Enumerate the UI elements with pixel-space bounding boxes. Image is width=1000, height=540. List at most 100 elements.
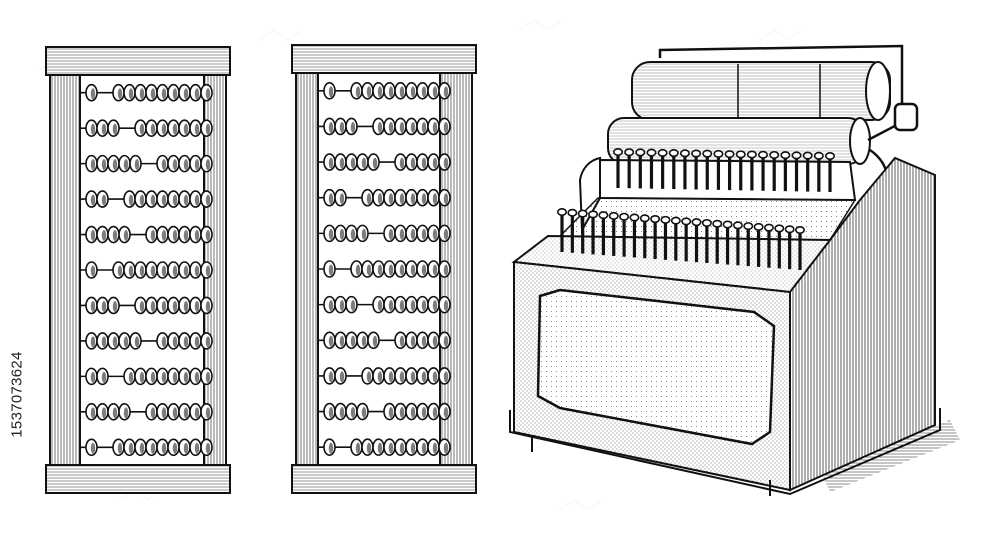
calculator-key-cap xyxy=(712,219,723,228)
calculator-key-cap xyxy=(774,224,785,233)
abacus-bead-shading xyxy=(183,336,189,348)
abacus-bead-shading xyxy=(443,264,449,276)
abacus-bead-shading xyxy=(117,265,123,277)
abacus-bead-shading xyxy=(421,193,427,205)
abacus-bead-shading xyxy=(372,335,378,347)
abacus-bead-shading xyxy=(443,157,449,169)
calculator-upper-roller xyxy=(631,61,891,121)
abacus-bead-shading xyxy=(183,300,189,312)
abacus-bead-shading xyxy=(90,88,96,100)
calculator-key-cap xyxy=(794,226,805,235)
abacus-bead-shading xyxy=(172,371,178,383)
abacus-bead-shading xyxy=(101,123,107,135)
abacus-bead-shading xyxy=(90,194,96,206)
abacus-bead-shading xyxy=(366,86,372,98)
abacus-bead-shading xyxy=(388,228,394,240)
abacus-bead-shading xyxy=(194,300,200,312)
abacus-bead-shading xyxy=(90,442,96,454)
abacus-bead-shading xyxy=(410,86,416,98)
abacus-bead-shading xyxy=(150,88,156,100)
abacus-bead-shading xyxy=(410,193,416,205)
abacus-bead-shading xyxy=(421,442,427,454)
abacus-bead-shading xyxy=(361,335,367,347)
calculator-key-cap xyxy=(691,149,702,158)
abacus-bead-shading xyxy=(194,194,200,206)
abacus-bead-shading xyxy=(399,407,405,419)
calculator-key-cap xyxy=(701,218,712,227)
abacus-bead-shading xyxy=(90,159,96,171)
abacus-bead-shading xyxy=(172,442,178,454)
abacus-bead-shading xyxy=(350,300,356,312)
abacus-bead-shading xyxy=(388,121,394,133)
calculator-upper-tier xyxy=(596,158,857,202)
abacus-bead-shading xyxy=(205,230,211,242)
abacus-bead-shading xyxy=(350,228,356,240)
abacus-bead-shading xyxy=(366,264,372,276)
abacus-bead-shading xyxy=(205,371,211,383)
abacus-bead-shading xyxy=(183,230,189,242)
calculator-key-cap xyxy=(657,148,668,157)
abacus-bead-shading xyxy=(101,194,107,206)
abacus-bead-shading xyxy=(90,371,96,383)
abacus-bead-shading xyxy=(90,265,96,277)
abacus-bead-shading xyxy=(339,121,345,133)
abacus-bead-shading xyxy=(139,300,145,312)
abacus-bead-shading xyxy=(432,371,438,383)
abacus-bead-shading xyxy=(172,300,178,312)
abacus-bead-shading xyxy=(112,123,118,135)
abacus-bead-shading xyxy=(399,193,405,205)
calculator-key-cap xyxy=(732,221,743,230)
abacus-bead-shading xyxy=(377,442,383,454)
abacus-bead-shading xyxy=(421,335,427,347)
abacus-bead-shading xyxy=(172,194,178,206)
abacus-bead-shading xyxy=(328,228,334,240)
abacus-bead-shading xyxy=(443,228,449,240)
abacus-bead-shading xyxy=(205,159,211,171)
abacus-bead-shading xyxy=(90,230,96,242)
calculator-key-cap xyxy=(668,149,679,158)
calculator-key-cap xyxy=(753,222,764,231)
calculator-top-rail xyxy=(658,44,904,120)
calculator-key-cap xyxy=(629,213,640,222)
abacus-bead-shading xyxy=(101,371,107,383)
abacus-bead-shading xyxy=(377,264,383,276)
abacus-bead-shading xyxy=(183,442,189,454)
abacus-bead-shading xyxy=(399,264,405,276)
calculator-key-cap xyxy=(702,149,713,158)
abacus-bead-shading xyxy=(101,300,107,312)
abacus-bead-shading xyxy=(328,193,334,205)
abacus-bead-shading xyxy=(410,335,416,347)
abacus-bead-shading xyxy=(328,157,334,169)
abacus-bead-shading xyxy=(432,264,438,276)
abacus-bead-shading xyxy=(388,442,394,454)
abacus-bead-shading xyxy=(194,407,200,419)
abacus-bead-shading xyxy=(443,371,449,383)
abacus-bead-shading xyxy=(421,228,427,240)
abacus-bead-shading xyxy=(112,230,118,242)
abacus-bead-shading xyxy=(339,228,345,240)
abacus-bead-shading xyxy=(443,121,449,133)
abacus-bead-shading xyxy=(194,265,200,277)
calculator-key-cap xyxy=(624,148,635,157)
abacus-bead-shading xyxy=(123,336,129,348)
abacus-bead-shading xyxy=(432,157,438,169)
calculator-key-cap xyxy=(824,152,835,161)
abacus-bead-shading xyxy=(355,264,361,276)
abacus-bead-shading xyxy=(432,407,438,419)
calculator-key-cap xyxy=(681,217,692,226)
abacus-bead-shading xyxy=(399,442,405,454)
abacus-bead-shading xyxy=(139,123,145,135)
abacus-bead-shading xyxy=(399,300,405,312)
calculator-key-cap xyxy=(646,148,657,157)
abacus-bead-shading xyxy=(399,157,405,169)
abacus-bead-shading xyxy=(328,121,334,133)
abacus-bead-shading xyxy=(139,442,145,454)
abacus-bead-shading xyxy=(123,159,129,171)
abacus-bead-shading xyxy=(421,86,427,98)
abacus-bead-shading xyxy=(399,121,405,133)
calculator-key-cap xyxy=(743,222,754,231)
stock-id-label: 1537073624 xyxy=(6,294,28,494)
abacus-bead-shading xyxy=(339,371,345,383)
abacus-bead-shading xyxy=(172,123,178,135)
abacus-bead-shading xyxy=(128,442,134,454)
